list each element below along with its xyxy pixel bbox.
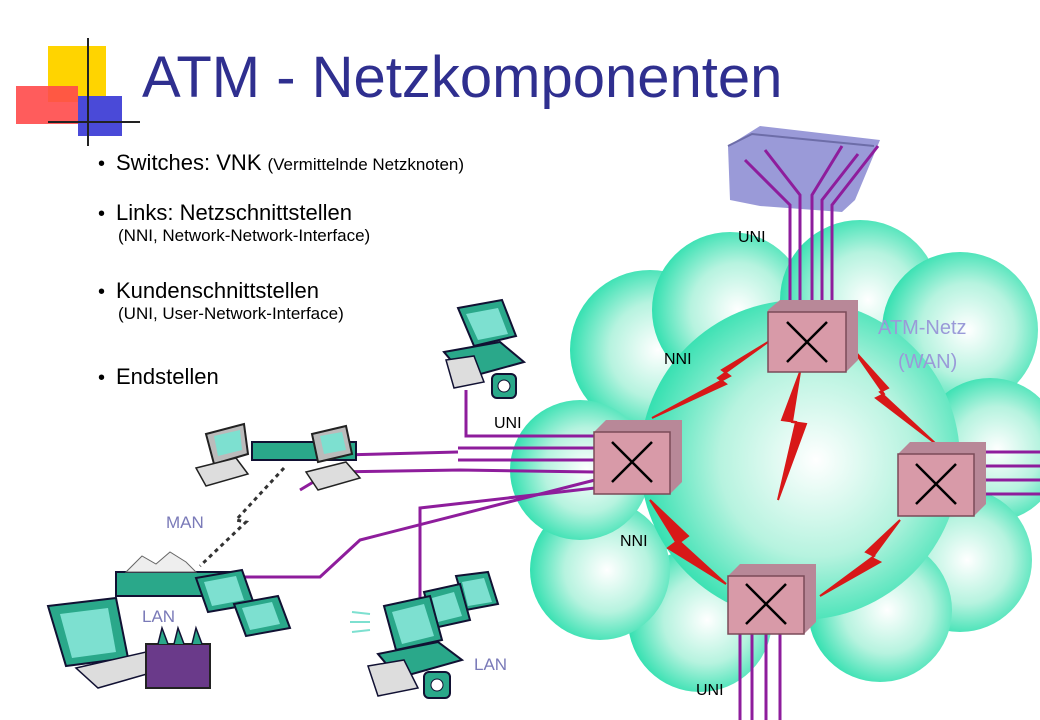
computer-icon (442, 298, 527, 399)
lan-bottom-label: LAN (474, 655, 507, 674)
bullet-item-kundenschnittstellen: • Kundenschnittstellen (UNI, User-Network… (98, 278, 344, 324)
uni-bottom-label: UNI (696, 682, 724, 699)
switch-left (593, 420, 682, 495)
nni-bottom-label: NNI (620, 533, 648, 550)
bullet-subtext: (UNI, User-Network-Interface) (118, 304, 344, 323)
atm-cloud (510, 220, 1040, 692)
switch-right (897, 442, 986, 517)
atm-network-label: ATM-Netz (878, 317, 967, 339)
bullet-text: Endstellen (116, 364, 219, 389)
lan-left-icon (46, 551, 292, 689)
man-label: MAN (166, 513, 204, 532)
bullet-note: (Vermittelnde Netzknoten) (267, 155, 465, 174)
bullet-item-switches: • Switches: VNK (Vermittelnde Netzknoten) (98, 150, 464, 176)
bullet-text: Links: Netzschnittstellen (116, 200, 352, 225)
bullet-item-endstellen: • Endstellen (98, 364, 219, 390)
bullet-dot: • (98, 153, 106, 175)
bullet-dot: • (98, 203, 106, 225)
bullet-text: Switches: VNK (116, 150, 262, 175)
bullet-dot: • (98, 367, 106, 389)
bullet-text: Kundenschnittstellen (116, 278, 320, 303)
man-link (198, 466, 286, 568)
lan-left-label: LAN (142, 607, 175, 626)
uni-left-label: UNI (494, 415, 522, 432)
wan-label: (WAN) (898, 351, 957, 373)
uni-top-label: UNI (738, 229, 766, 246)
slide-title: ATM - Netzkomponenten (142, 45, 783, 110)
lan-bottom-icon (350, 570, 500, 699)
bullet-item-links: • Links: Netzschnittstellen (NNI, Network… (98, 200, 370, 246)
man-computers-icon (194, 422, 362, 491)
bullet-dot: • (98, 281, 106, 303)
switch-bottom (727, 564, 816, 635)
logo-decoration (16, 38, 140, 146)
switch-top (767, 300, 858, 373)
bullet-subtext: (NNI, Network-Network-Interface) (118, 226, 371, 245)
nni-top-label: NNI (664, 351, 692, 368)
building-top (727, 126, 880, 212)
nni-links (649, 341, 937, 597)
